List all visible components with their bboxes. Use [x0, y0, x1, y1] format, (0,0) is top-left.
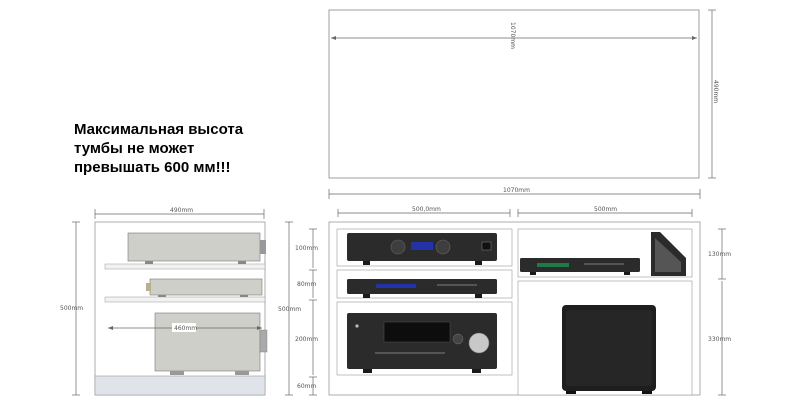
device-foot — [566, 391, 576, 394]
side-shelf-1 — [104, 263, 266, 270]
receiver-button-row — [375, 352, 445, 354]
side-inner-depth-label: 460mm — [174, 325, 197, 332]
side-device-knob — [260, 240, 266, 254]
side-device-amplifier — [127, 232, 261, 262]
arrow-icon — [692, 36, 697, 40]
subwoofer-grille — [566, 310, 652, 386]
device-foot — [472, 369, 481, 373]
streamer-display — [537, 263, 569, 267]
front-shelf-2-label: 80mm — [297, 281, 316, 288]
side-device-foot — [170, 371, 184, 375]
arrow-icon — [331, 36, 336, 40]
side-device-foot — [238, 261, 246, 264]
top-depth-label: 490mm — [712, 80, 719, 103]
side-device-knob — [146, 283, 151, 291]
front-cd-player — [347, 279, 497, 294]
front-streamer — [520, 258, 640, 272]
side-device-foot — [240, 295, 248, 297]
front-right-lower-label: 330mm — [708, 336, 731, 343]
arrow-icon — [257, 326, 262, 330]
side-device-foot — [158, 295, 166, 297]
device-foot — [363, 369, 372, 373]
front-plinth-label: 60mm — [297, 383, 316, 390]
device-foot — [530, 272, 536, 275]
side-plinth — [94, 375, 266, 396]
side-device-receiver — [154, 312, 261, 372]
front-shelf-3-label: 200mm — [295, 336, 318, 343]
side-shelf-2 — [104, 296, 266, 303]
top-view: 1070mm 490mm — [328, 9, 719, 179]
front-right-upper-label: 130mm — [708, 251, 731, 258]
front-left-bay-label: 500,0mm — [412, 206, 441, 213]
device-foot — [475, 261, 482, 265]
power-led-icon — [355, 324, 359, 328]
front-view: 1070mm 500,0mm 500mm 500mm 100mm 80mm 20… — [278, 187, 731, 396]
height-warning: Максимальная высота тумбы не может превы… — [74, 120, 304, 177]
side-device-foot — [235, 371, 249, 375]
amplifier-display — [411, 242, 433, 250]
top-width-label: 1070mm — [509, 22, 516, 49]
front-right-bay-label: 500mm — [594, 206, 617, 213]
label-background — [172, 323, 196, 332]
side-device-cd-player — [149, 278, 263, 296]
device-foot — [363, 294, 370, 298]
device-foot — [642, 391, 652, 394]
side-height-label: 500mm — [60, 305, 83, 312]
amplifier-button — [481, 241, 492, 251]
device-foot — [475, 294, 482, 298]
side-device-knob — [259, 329, 268, 353]
cd-player-display — [376, 284, 416, 288]
streamer-slot — [584, 263, 624, 265]
knob-icon — [390, 239, 406, 255]
knob-icon — [435, 239, 451, 255]
record-stand-inner — [655, 238, 681, 272]
side-depth-label: 490mm — [170, 207, 193, 214]
knob-icon — [452, 333, 464, 345]
front-total-height-label: 500mm — [278, 306, 301, 313]
volume-knob-icon — [468, 332, 490, 354]
receiver-display — [383, 321, 451, 343]
warning-line-3: превышать 600 мм!!! — [74, 159, 231, 176]
front-shelf-1-label: 100mm — [295, 245, 318, 252]
device-foot — [363, 261, 370, 265]
side-device-foot — [145, 261, 153, 264]
cd-tray — [437, 284, 477, 286]
side-view: 490mm 500mm 460mm — [60, 207, 268, 396]
warning-line-2: тумбы не может — [74, 140, 195, 157]
device-foot — [624, 272, 630, 275]
front-total-width-label: 1070mm — [503, 187, 530, 194]
warning-line-1: Максимальная высота — [74, 121, 244, 138]
arrow-icon — [108, 326, 113, 330]
